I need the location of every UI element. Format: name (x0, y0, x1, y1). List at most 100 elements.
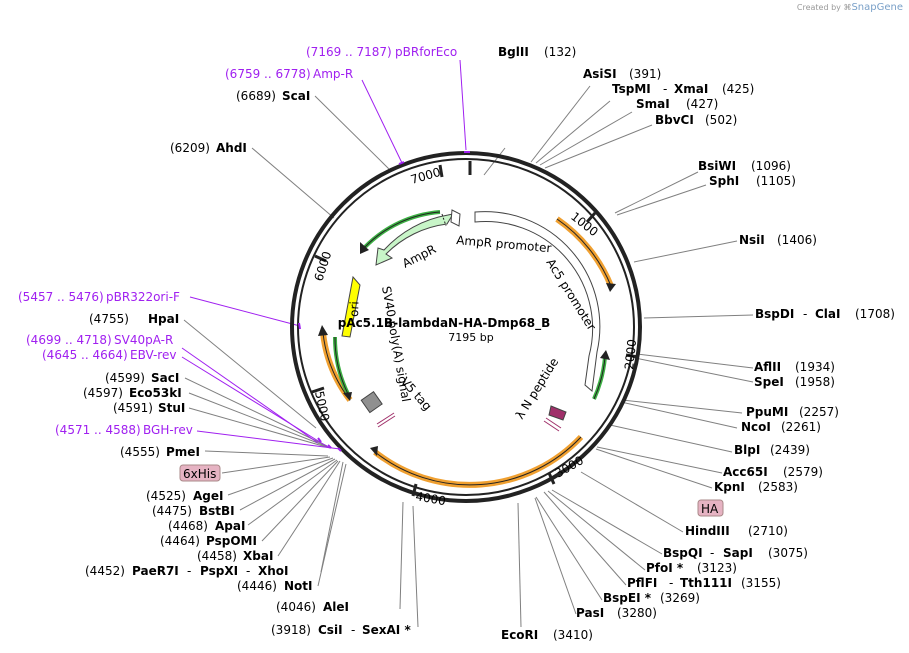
site-bspqi-pos: (3075) (768, 546, 808, 560)
site-ahdi-pos: (6209) (170, 141, 210, 155)
site-pasi: PasI (576, 606, 604, 620)
site-bspei: BspEI * (603, 591, 652, 605)
site-hpai: HpaI (148, 312, 179, 326)
orf-arrows (318, 216, 616, 488)
site-pflfi-sep: - (669, 576, 673, 590)
site-spei-pos: (1958) (795, 375, 835, 389)
site-ahdi: AhdI (216, 141, 247, 155)
site-tspmi-pos: (425) (722, 82, 754, 96)
primer-pbr322ori-range: (5457 .. 5476) (18, 290, 104, 304)
site-acc65i-pos: (2579) (783, 465, 823, 479)
site-leader-lines (399, 85, 754, 628)
site-sphi-pos: (1105) (756, 174, 796, 188)
snapgene-credit: Created by ⌘SnapGene (797, 2, 903, 13)
site-spei: SpeI (754, 375, 784, 389)
site-eco53ki-pos: (4597) (83, 386, 123, 400)
tick-5000: 5000 (312, 390, 332, 423)
tick-2000: 2000 (622, 338, 639, 370)
site-eco53ki: Eco53kI (129, 386, 182, 400)
primer-pbrforeco-name: pBRforEco (395, 45, 457, 59)
site-xbai: XbaI (243, 549, 273, 563)
site-pflfi: PflFI (627, 576, 657, 590)
ampr-promoter-label: AmpR promoter (456, 233, 552, 255)
site-bspqi: BspQI (663, 546, 703, 560)
site-bglii: BglII (498, 45, 529, 59)
site-scai: ScaI (282, 89, 310, 103)
site-bsiwi: BsiWI (698, 159, 736, 173)
site-ecori: EcoRI (501, 628, 538, 642)
site-kpni: KpnI (714, 480, 745, 494)
primer-pbrforeco-range: (7169 .. 7187) (306, 45, 392, 59)
site-pasi-pos: (3280) (617, 606, 657, 620)
primer-leader-lines (181, 59, 467, 450)
site-aflii-pos: (1934) (795, 360, 835, 374)
his-tag-box (179, 464, 221, 482)
site-nsii: NsiI (739, 233, 765, 247)
v5-tag-feature (360, 390, 383, 414)
site-bspdi: BspDI (755, 307, 794, 321)
site-clai: ClaI (815, 307, 840, 321)
site-ncoi: NcoI (741, 420, 771, 434)
site-sexai: SexAI * (362, 623, 411, 637)
site-alei-pos: (4046) (276, 600, 316, 614)
site-asisi: AsiSI (583, 67, 617, 81)
primer-pbr322ori-name: pBR322ori-F (106, 290, 180, 304)
site-ppumi: PpuMI (746, 405, 788, 419)
site-acc65i: Acc65I (723, 465, 768, 479)
site-sapi: SapI (723, 546, 753, 560)
site-pmei-pos: (4555) (120, 445, 160, 459)
site-pfoi-pos: (3123) (697, 561, 737, 575)
site-csii-pos: (3918) (271, 623, 311, 637)
site-alei: AleI (323, 600, 349, 614)
site-paer7i: PaeR7I (132, 564, 179, 578)
site-bspqi-sep: - (710, 546, 714, 560)
site-blpi: BlpI (734, 443, 760, 457)
primer-ampr-name: Amp-R (313, 67, 353, 81)
ha-tag-label: HA (701, 502, 719, 516)
ampr-promoter-feature (450, 209, 461, 227)
site-saci: SacI (151, 371, 179, 385)
ori-label: ori (347, 301, 362, 317)
site-pspxi: PspXI (200, 564, 238, 578)
site-ppumi-pos: (2257) (799, 405, 839, 419)
site-paer7i-sep2: - (246, 564, 250, 578)
plasmid-name: pAc5.1B-lambdaN-HA-Dmp68_B (338, 316, 551, 331)
primer-bghrev-range: (4571 .. 4588) (55, 423, 141, 437)
small-tag-marks (376, 412, 562, 432)
site-tspmi: TspMI (612, 82, 651, 96)
site-bstbi-pos: (4475) (152, 504, 192, 518)
site-agei-pos: (4525) (146, 489, 186, 503)
site-bspei-pos: (3269) (660, 591, 700, 605)
site-paer7i-pos: (4452) (85, 564, 125, 578)
site-tspmi-sep: - (663, 82, 667, 96)
his-tag-label: 6xHis (183, 467, 216, 481)
site-bspdi-pos: (1708) (855, 307, 895, 321)
site-stui-pos: (4591) (113, 401, 153, 415)
site-xmai: XmaI (674, 82, 708, 96)
site-kpni-pos: (2583) (758, 480, 798, 494)
site-blpi-pos: (2439) (770, 443, 810, 457)
site-ncoi-pos: (2261) (781, 420, 821, 434)
site-bglii-pos: (132) (544, 45, 576, 59)
primer-ebvrev-name: EBV-rev (130, 348, 176, 362)
site-nsii-pos: (1406) (777, 233, 817, 247)
site-hindiii: HindIII (685, 524, 730, 538)
scale-ticks (311, 161, 639, 497)
primer-ampr-range: (6759 .. 6778) (225, 67, 311, 81)
site-asisi-pos: (391) (629, 67, 661, 81)
site-leader-lines-left (183, 95, 391, 587)
site-hpai-pos: (4755) (89, 312, 129, 326)
plasmid-backbone-inner (297, 158, 635, 496)
ori-feature (341, 275, 361, 338)
site-noti: NotI (284, 579, 313, 593)
site-stui: StuI (158, 401, 185, 415)
green-arrows (332, 210, 610, 401)
tick-4000: 4000 (414, 489, 447, 508)
credit-brand: SnapGene (851, 2, 903, 13)
site-csii: CsiI (318, 623, 343, 637)
plasmid-length: 7195 bp (448, 331, 493, 344)
site-pflfi-pos: (3155) (741, 576, 781, 590)
site-pmei: PmeI (166, 445, 200, 459)
site-smai-pos: (427) (686, 97, 718, 111)
primer-sv40par-name: SV40pA-R (114, 333, 173, 347)
